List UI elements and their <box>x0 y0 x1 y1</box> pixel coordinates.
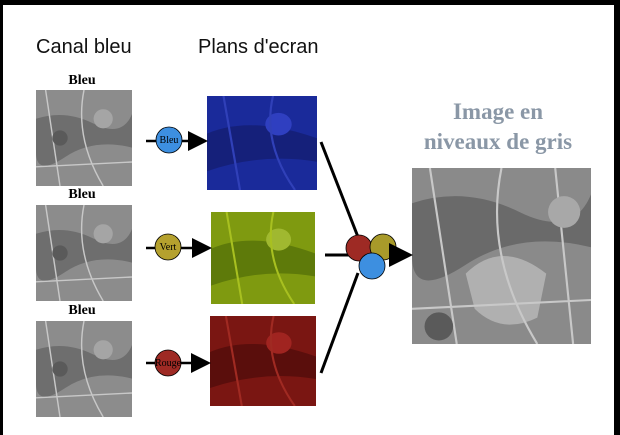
channel-circle-red-shape <box>154 349 182 377</box>
source-image-2 <box>36 205 132 301</box>
channel-circle-green-label: Vert <box>160 242 177 253</box>
channel-circle-blue-label: Bleu <box>160 135 179 146</box>
channel-circle-red: Rouge <box>154 349 182 377</box>
merge-circle-olive <box>369 233 397 261</box>
source-header: Canal bleu <box>36 36 132 58</box>
source-label-3: Bleu <box>68 303 96 318</box>
channel-circle-red-label: Rouge <box>155 358 182 369</box>
result-title: Image en niveaux de gris <box>403 97 593 157</box>
source-label-2: Bleu <box>68 187 96 202</box>
channel-circle-green-shape <box>154 233 182 261</box>
grayscale-result-image <box>412 168 591 344</box>
source-image-3 <box>36 321 132 417</box>
green-plane-image <box>211 212 315 304</box>
channel-circle-blue: Bleu <box>155 126 183 154</box>
channel-circle-blue-shape <box>155 126 183 154</box>
red-plane-image <box>210 316 316 406</box>
connector-red-plane <box>319 272 360 374</box>
connector-blue-plane <box>319 141 360 238</box>
result-title-line2: niveaux de gris <box>423 129 573 154</box>
merge-node <box>345 233 397 280</box>
result-title-line1: Image en <box>452 99 544 124</box>
planes-header: Plans d'ecran <box>198 36 319 58</box>
blue-plane-image <box>207 96 317 190</box>
source-label-1: Bleu <box>68 73 96 88</box>
channel-circle-green: Vert <box>154 233 182 261</box>
merge-circle-blue <box>358 252 386 280</box>
source-image-1 <box>36 90 132 186</box>
merge-circle-red <box>345 234 373 262</box>
